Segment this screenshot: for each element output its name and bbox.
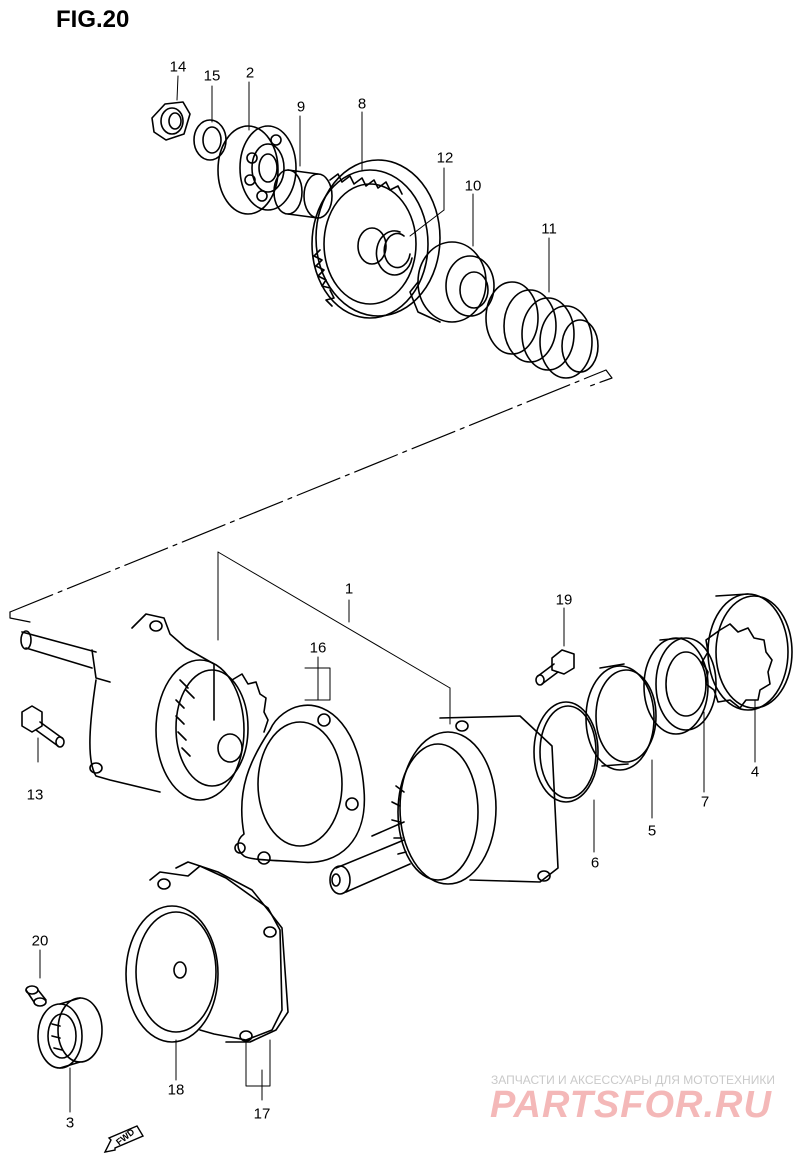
callout-3: 3 — [65, 1114, 75, 1132]
part-19-bolt — [535, 649, 575, 686]
callout-15: 15 — [203, 67, 221, 85]
part-11-spring — [485, 281, 599, 379]
callout-1: 1 — [344, 580, 354, 598]
callout-17: 17 — [253, 1105, 271, 1123]
leader-lines — [37, 75, 756, 1113]
watermark-brand: PARTSFOR.RU — [490, 1084, 772, 1126]
callout-11: 11 — [541, 220, 557, 238]
callout-19: 19 — [555, 591, 573, 609]
part-1-left-housing — [20, 613, 269, 801]
callout-10: 10 — [464, 177, 482, 195]
part-14-nut — [151, 101, 191, 141]
callout-2: 2 — [245, 64, 255, 82]
part-9-spacer — [273, 169, 333, 219]
part-10-hub — [409, 241, 495, 323]
part-16-gasket — [234, 704, 366, 865]
callout-20: 20 — [31, 932, 49, 950]
part-5-ring — [585, 663, 657, 771]
part-4-locknut — [701, 593, 793, 711]
part-18-cover — [125, 865, 283, 1043]
callout-18: 18 — [167, 1081, 185, 1099]
callout-8: 8 — [357, 95, 367, 113]
part-13-bolt — [21, 705, 65, 748]
callout-5: 5 — [647, 822, 657, 840]
part-3-needle-bearing — [37, 997, 103, 1069]
callout-13: 13 — [26, 786, 44, 804]
callout-16: 16 — [309, 639, 327, 657]
watermark-subtitle: ЗАПЧАСТИ И АКСЕССУАРЫ ДЛЯ МОТОТЕХНИКИ — [491, 1073, 775, 1087]
part-8-gear — [311, 159, 441, 319]
callout-14: 14 — [169, 58, 187, 76]
part-20-pin — [25, 985, 47, 1007]
callout-9: 9 — [296, 98, 306, 116]
figure-title: FIG.20 — [56, 6, 130, 33]
assembly-boundary — [9, 369, 613, 623]
part-12-circlip — [375, 230, 413, 276]
callout-6: 6 — [590, 854, 600, 872]
callout-7: 7 — [700, 793, 710, 811]
part-6-oring — [533, 701, 599, 803]
part-2-bearing — [217, 125, 297, 215]
callout-12: 12 — [436, 149, 454, 167]
fwd-arrow-icon: FWD — [103, 1124, 149, 1154]
part-15-washer — [193, 119, 227, 161]
callout-4: 4 — [750, 763, 760, 781]
part-7-bearing — [643, 637, 717, 735]
part-1-right-housing — [329, 715, 559, 895]
part-17-gasket — [175, 861, 289, 1043]
